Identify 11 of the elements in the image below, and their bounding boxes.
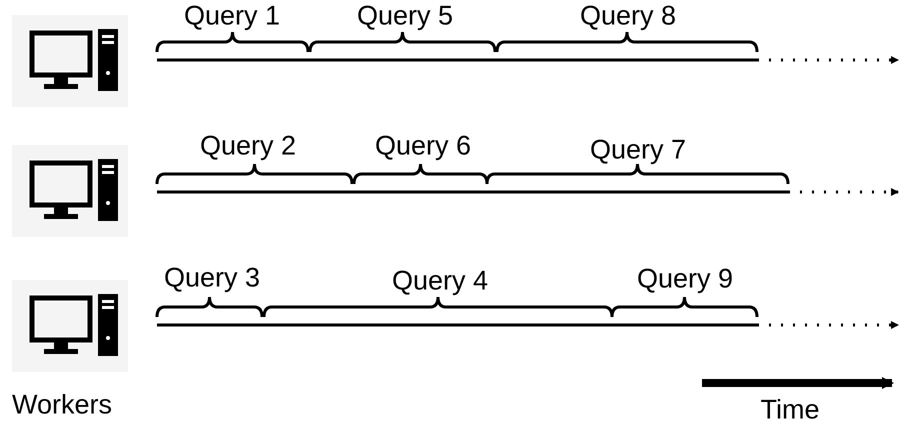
query-label: Query 3 [164, 264, 260, 292]
axis-label: Time [760, 396, 820, 422]
query-label: Query 9 [636, 266, 734, 292]
query-label: Query 2 [200, 132, 296, 160]
query-label: Query 1 [184, 2, 280, 30]
query-label: Query 4 [392, 268, 488, 294]
query-label: Query 6 [374, 132, 472, 160]
query-label: Query 8 [580, 2, 676, 30]
axis-label: Workers [12, 392, 112, 418]
query-label: Query 5 [356, 2, 454, 30]
query-label: Query 7 [590, 136, 686, 164]
